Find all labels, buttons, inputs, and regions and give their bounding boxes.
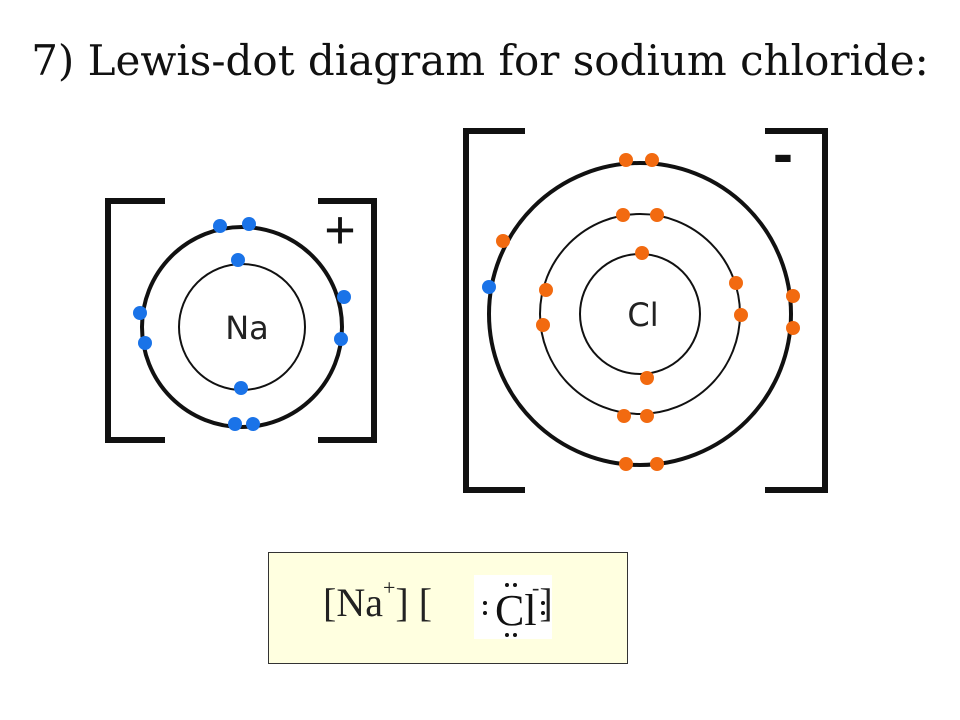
lewis-electron-dot <box>505 633 509 637</box>
lewis-electron-dot <box>483 601 487 605</box>
lewis-electron-dot <box>513 583 517 587</box>
formula-bracket: [ <box>418 580 433 625</box>
sodium-electron <box>334 332 348 346</box>
ionic-formula: [Na+] [-] <box>323 575 553 626</box>
sodium-electron <box>138 336 152 350</box>
sodium-ion: Na + <box>105 198 377 443</box>
formula-bracket: [ <box>323 580 337 625</box>
sodium-electron <box>133 306 147 320</box>
formula-box: [Na+] [-] Cl <box>268 552 628 664</box>
sodium-electron <box>231 253 245 267</box>
chloride-ion: Cl - <box>463 120 828 493</box>
transferred-electron <box>482 280 496 294</box>
chlorine-outer-shell <box>487 161 793 467</box>
formula-sodium: Na <box>336 580 383 625</box>
chlorine-electron <box>619 457 633 471</box>
chlorine-nucleus-label: Cl <box>627 296 658 334</box>
formula-sodium-charge: + <box>382 575 396 600</box>
chlorine-electron <box>617 409 631 423</box>
page-title: 7) Lewis-dot diagram for sodium chloride… <box>31 36 929 85</box>
chlorine-electron <box>650 457 664 471</box>
chlorine-electron <box>619 153 633 167</box>
sodium-electron <box>228 417 242 431</box>
lewis-electron-dot <box>505 583 509 587</box>
formula-chlorine-charge: - <box>532 575 540 600</box>
lewis-electron-dot <box>513 633 517 637</box>
chlorine-electron <box>640 371 654 385</box>
formula-chlorine: Cl <box>495 586 537 635</box>
sodium-electron <box>246 417 260 431</box>
lewis-electron-dot <box>541 611 545 615</box>
lewis-electron-dot <box>483 611 487 615</box>
chlorine-electron <box>729 276 743 290</box>
chlorine-left-bracket <box>463 128 525 493</box>
chlorine-electron <box>539 283 553 297</box>
chlorine-electron <box>650 208 664 222</box>
chlorine-electron <box>635 246 649 260</box>
sodium-outer-shell <box>140 225 344 429</box>
chlorine-electron <box>616 208 630 222</box>
sodium-nucleus-label: Na <box>225 309 269 347</box>
sodium-electron <box>213 219 227 233</box>
chlorine-electron <box>786 321 800 335</box>
lewis-electron-dot <box>541 601 545 605</box>
chlorine-electron <box>496 234 510 248</box>
chlorine-right-bracket <box>765 128 828 493</box>
chlorine-electron <box>536 318 550 332</box>
formula-bracket: ] <box>395 580 409 625</box>
chlorine-electron <box>640 409 654 423</box>
sodium-electron <box>242 217 256 231</box>
sodium-charge: + <box>324 200 356 260</box>
chlorine-electron <box>734 308 748 322</box>
chlorine-charge: - <box>773 120 793 187</box>
chlorine-electron <box>645 153 659 167</box>
sodium-electron <box>234 381 248 395</box>
sodium-right-bracket <box>318 198 377 443</box>
sodium-electron <box>337 290 351 304</box>
chlorine-electron <box>786 289 800 303</box>
sodium-left-bracket <box>105 198 165 443</box>
